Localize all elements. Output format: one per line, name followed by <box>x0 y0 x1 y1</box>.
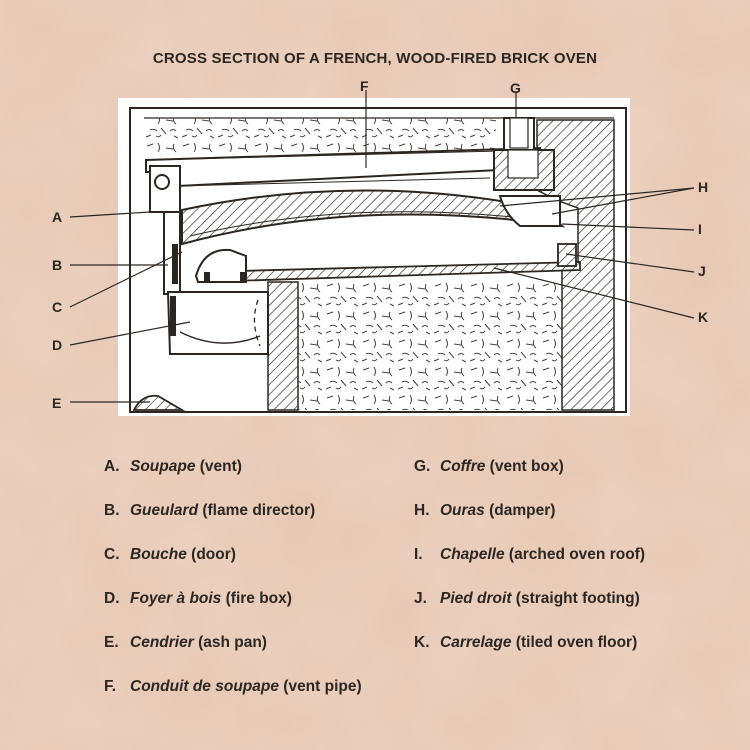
callout-label-b: B <box>52 257 62 273</box>
legend-item-a: A.Soupape (vent) <box>104 458 242 475</box>
callout-label-d: D <box>52 337 62 353</box>
outer-frame <box>129 107 627 413</box>
ash-pan <box>132 394 186 411</box>
callout-leader-lines <box>69 90 695 403</box>
legend-item-g: G.Coffre (vent box) <box>414 458 564 475</box>
legend-item-e: E.Cendrier (ash pan) <box>104 634 267 651</box>
legend-item-c: C.Bouche (door) <box>104 546 236 563</box>
page-title: CROSS SECTION OF A FRENCH, WOOD-FIRED BR… <box>152 50 598 67</box>
arched-oven-roof <box>181 189 566 246</box>
callout-label-k: K <box>698 309 708 325</box>
damper <box>498 195 561 227</box>
legend-item-b: B.Gueulard (flame director) <box>104 502 316 519</box>
floor-insulation <box>298 282 562 410</box>
legend-item-j: J.Pied droit (straight footing) <box>414 590 640 607</box>
callout-label-g: G <box>510 80 521 96</box>
legend-item-h: H.Ouras (damper) <box>414 502 556 519</box>
callout-label-h: H <box>698 179 708 195</box>
legend-item-f: F.Conduit de soupape (vent pipe) <box>104 678 362 695</box>
legend-item-d: D.Foyer à bois (fire box) <box>104 590 292 607</box>
vent-cap <box>154 174 170 190</box>
callout-label-f: F <box>360 78 369 94</box>
callout-label-c: C <box>52 299 62 315</box>
callout-label-e: E <box>52 395 61 411</box>
callout-label-a: A <box>52 209 62 225</box>
legend-item-i: I.Chapelle (arched oven roof) <box>414 546 645 563</box>
flame-director <box>172 244 178 284</box>
callout-label-j: J <box>698 263 706 279</box>
legend-item-k: K.Carrelage (tiled oven floor) <box>414 634 638 651</box>
left-masonry-pillar <box>267 281 299 411</box>
fire-box <box>166 291 269 355</box>
top-insulation <box>144 118 496 156</box>
legend-left-column: A.Soupape (vent) B.Gueulard (flame direc… <box>104 456 362 720</box>
callout-label-i: I <box>698 221 702 237</box>
legend-right-column: G.Coffre (vent box) H.Ouras (damper) I.C… <box>414 456 645 676</box>
